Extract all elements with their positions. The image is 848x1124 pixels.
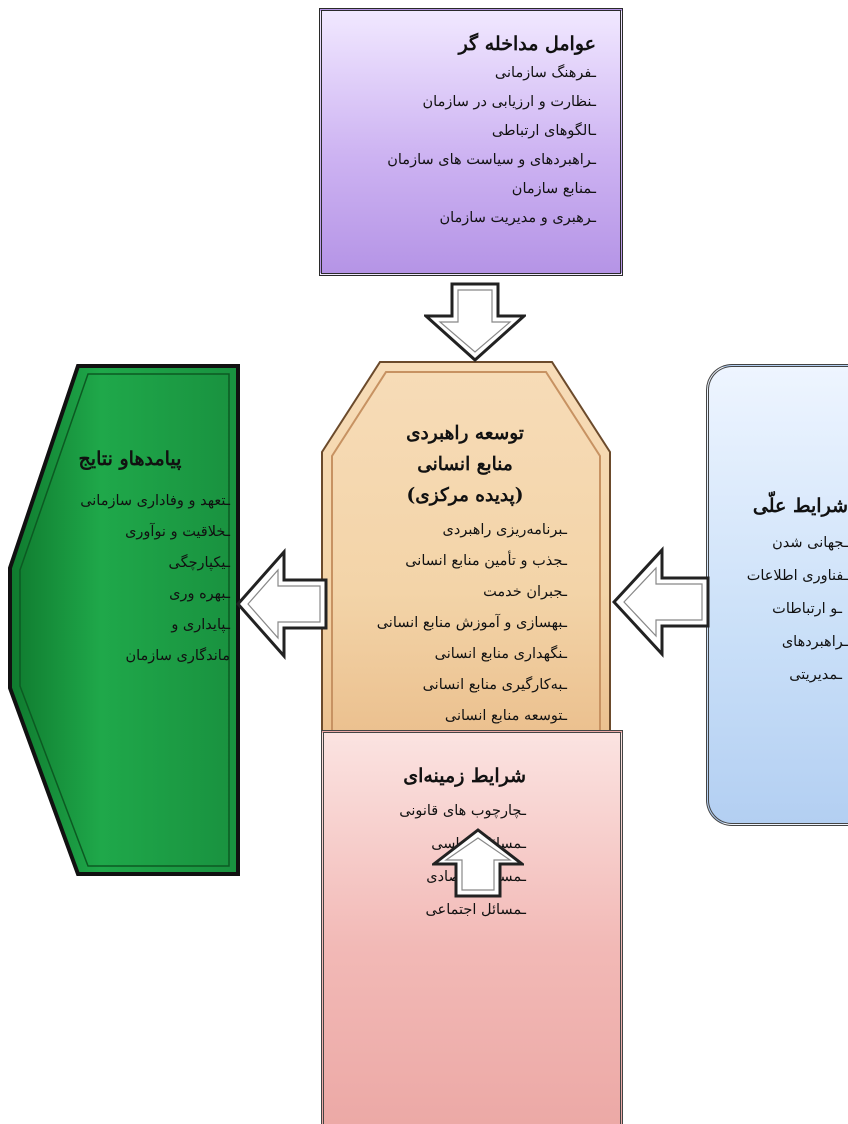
consequences-title: پیامدهاو نتایج <box>78 448 182 470</box>
list-item: جهانی شدن <box>747 527 848 560</box>
arrow-left-from-causal-icon <box>612 546 710 658</box>
core-title-line-1: توسعه راهبردی <box>406 423 524 444</box>
list-item: خلاقیت و نوآوری <box>30 517 230 548</box>
contextual-conditions-title: شرایط زمینه‌ای <box>403 765 526 787</box>
contextual-conditions-box: شرایط زمینه‌ای چارچوب های قانونی مسائل س… <box>321 730 623 1124</box>
consequences-box: پیامدهاو نتایج تعهد و وفاداری سازمانی خل… <box>30 448 230 672</box>
list-item: فرهنگ سازمانی <box>322 59 596 88</box>
list-item: منابع سازمان <box>322 175 596 204</box>
core-title-line-3: (پدیده مرکزی) <box>406 485 524 506</box>
core-phenomenon-list: برنامه‌ریزی راهبردی جذب و تأمین منابع ان… <box>330 515 600 732</box>
intervening-factors-list: فرهنگ سازمانی نظارت و ارزیابی در سازمان … <box>322 59 620 233</box>
list-item: برنامه‌ریزی راهبردی <box>330 515 567 546</box>
intervening-factors-box: عوامل مداخله گر فرهنگ سازمانی نظارت و ار… <box>319 8 623 276</box>
consequences-list: تعهد و وفاداری سازمانی خلاقیت و نوآوری ی… <box>30 486 230 672</box>
list-item: جذب و تأمین منابع انسانی <box>330 546 567 577</box>
list-item: به‌کارگیری منابع انسانی <box>330 670 567 701</box>
core-title-line-2: منابع انسانی <box>417 454 513 475</box>
causal-conditions-list: جهانی شدن فناوری اطلاعات و ارتباطات راهب… <box>747 527 848 692</box>
list-item: پایداری و <box>30 610 230 641</box>
core-phenomenon-title: توسعه راهبردی منابع انسانی (پدیده مرکزی) <box>330 418 600 511</box>
list-item: راهبردهای <box>747 626 848 659</box>
list-item: راهبردهای و سیاست های سازمان <box>322 146 596 175</box>
causal-conditions-title: شرایط علّی <box>752 495 848 517</box>
list-item: نظارت و ارزیابی در سازمان <box>322 88 596 117</box>
list-item: الگوهای ارتباطی <box>322 117 596 146</box>
list-item: چارچوب های قانونی <box>324 795 526 828</box>
list-item: بهره وری <box>30 579 230 610</box>
list-item: مدیریتی <box>747 659 848 692</box>
list-item: نگهداری منابع انسانی <box>330 639 567 670</box>
list-item: توسعه منابع انسانی <box>330 701 567 732</box>
causal-conditions-box: شرایط علّی جهانی شدن فناوری اطلاعات و ار… <box>706 364 848 826</box>
list-item: ماندگاری سازمان <box>125 648 230 664</box>
list-item: مسائل اجتماعی <box>324 894 526 927</box>
intervening-factors-title: عوامل مداخله گر <box>458 33 596 55</box>
list-item: فناوری اطلاعات <box>747 560 848 593</box>
core-phenomenon-box: توسعه راهبردی منابع انسانی (پدیده مرکزی)… <box>330 418 600 732</box>
list-item: رهبری و مدیریت سازمان <box>322 204 596 233</box>
arrow-down-icon <box>424 282 526 362</box>
list-item: و ارتباطات <box>747 593 848 626</box>
list-item: بهسازی و آموزش منابع انسانی <box>330 608 567 639</box>
list-item: یکپارچگی <box>30 548 230 579</box>
list-item: جبران خدمت <box>330 577 567 608</box>
arrow-left-from-center-icon <box>236 548 328 660</box>
arrow-up-icon <box>432 828 524 898</box>
list-item: تعهد و وفاداری سازمانی <box>30 486 230 517</box>
